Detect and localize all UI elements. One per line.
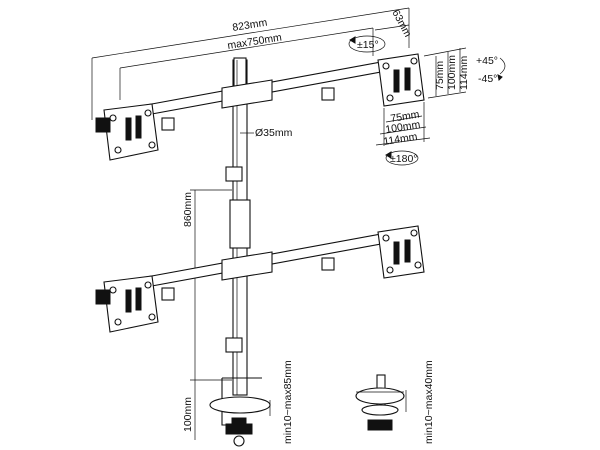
pole-height-label: 860mm <box>182 192 194 227</box>
vesa-w114-label: 114mm <box>383 131 419 148</box>
overall-width-dimension: 823mm <box>91 7 410 120</box>
pole-diameter-label: Ø35mm <box>255 127 293 139</box>
tilt-label: ±15° <box>357 39 379 51</box>
grommet-base-icon: min10~max40mm <box>355 360 435 444</box>
vesa-plate-lower-right <box>377 225 425 279</box>
rotate-indicator: ±180° <box>385 150 419 166</box>
swivel-pos-label: +45° <box>476 55 498 67</box>
lower-crossbar <box>129 231 393 301</box>
upper-crossbar <box>129 59 393 131</box>
swivel-neg-label: -45° <box>478 73 497 85</box>
pole: Ø35mm <box>225 57 293 396</box>
arm-offset-label: 63mm <box>389 8 413 40</box>
clamp-base-icon: min10~max85mm <box>209 360 294 447</box>
vesa-h114-label: 114mm <box>458 56 470 90</box>
vesa-h75-label: 75mm <box>434 61 446 90</box>
vesa-plate-upper-right <box>377 53 425 107</box>
overall-width-label: 823mm <box>232 17 269 34</box>
pole-height-dimension: 860mm <box>182 189 232 380</box>
vesa-height-dimensions: 75mm 100mm 114mm <box>423 47 470 99</box>
vesa-h100-label: 100mm <box>446 55 458 90</box>
rotate-label: ±180° <box>390 153 417 165</box>
vesa-plate-upper-left <box>95 103 159 161</box>
swivel-indicator: +45° -45° <box>476 55 506 85</box>
arm-span-label: max750mm <box>227 31 283 51</box>
rotation-arrow-icon <box>349 36 356 44</box>
vesa-width-dimensions: 75mm 100mm 114mm <box>375 102 431 148</box>
clamp-thickness-grommet-label: min10~max40mm <box>423 360 435 444</box>
rotation-arrow-icon-rotate <box>385 151 392 159</box>
tilt-indicator: ±15° <box>348 35 386 53</box>
base-height-label: 100mm <box>182 397 194 432</box>
base-height-dimension: 100mm <box>182 379 232 440</box>
clamp-thickness-full-label: min10~max85mm <box>282 360 294 444</box>
rotation-arrow-icon-swivel <box>497 74 503 82</box>
vesa-plate-lower-left <box>95 275 159 333</box>
vesa-w100-label: 100mm <box>385 119 422 136</box>
vesa-w75-label: 75mm <box>390 109 421 125</box>
